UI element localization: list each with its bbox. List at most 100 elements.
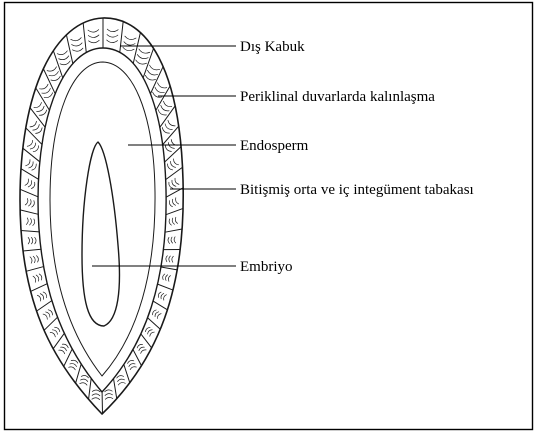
cell-thickening <box>33 124 40 130</box>
cell-thickening <box>71 38 82 41</box>
cell-wall <box>114 379 117 399</box>
cell-thickening <box>69 367 76 370</box>
cell-thickening <box>88 30 99 33</box>
cell-thickening <box>49 71 58 75</box>
cell-thickening <box>118 379 125 381</box>
cell-thickening <box>50 332 55 336</box>
cell-thickening <box>174 159 179 165</box>
label-endosperm: Endosperm <box>240 138 309 154</box>
cell-thickening <box>32 201 35 207</box>
cell-thickening <box>162 127 169 133</box>
cell-thickening <box>36 128 43 134</box>
cell-wall <box>23 249 41 251</box>
cell-thickening <box>30 257 32 263</box>
cell-wall <box>166 208 183 214</box>
cell-thickening <box>176 198 179 204</box>
cell-thickening <box>169 201 172 207</box>
cell-thickening <box>37 295 40 301</box>
cell-thickening <box>137 54 148 58</box>
cell-thickening <box>59 56 69 60</box>
cell-wall <box>37 301 52 312</box>
cell-thickening <box>30 218 32 225</box>
cell-thickening <box>36 275 39 281</box>
cell-thickening <box>175 217 177 223</box>
cell-thickening <box>118 383 125 385</box>
cell-thickening <box>125 36 136 39</box>
cell-thickening <box>105 390 113 392</box>
cell-thickening <box>129 364 135 367</box>
cell-thickening <box>28 200 31 206</box>
cell-thickening <box>25 198 28 204</box>
label-embryo: Embriyo <box>240 259 293 275</box>
cell-wall <box>20 189 38 197</box>
cell-thickening <box>59 350 65 354</box>
cell-thickening <box>172 199 175 205</box>
cell-wall <box>26 267 44 272</box>
cell-thickening <box>72 43 83 46</box>
cell-thickening <box>169 219 171 225</box>
cell-thickening <box>174 237 176 243</box>
cell-thickening <box>25 179 28 185</box>
cell-wall <box>161 267 177 270</box>
cell-thickening <box>105 397 113 399</box>
cell-thickening <box>139 49 150 53</box>
cell-thickening <box>145 75 155 80</box>
cell-wall <box>156 86 170 110</box>
cell-thickening <box>150 65 160 70</box>
cell-thickening <box>168 164 173 170</box>
cell-thickening <box>168 120 175 126</box>
cell-thickening <box>92 390 100 392</box>
seed-coat-cells <box>20 18 183 414</box>
cell-thickening <box>130 367 136 370</box>
cell-thickening <box>71 360 78 363</box>
cell-thickening <box>33 276 36 282</box>
cell-thickening <box>28 237 29 244</box>
cell-wall <box>89 378 92 399</box>
cell-thickening <box>70 364 77 367</box>
seed-outer-outline <box>20 18 183 414</box>
labels: Dış Kabuk Periklinal duvarlarda kalınlaş… <box>240 39 474 275</box>
cell-thickening <box>40 84 49 89</box>
label-outer-shell: Dış Kabuk <box>240 39 305 55</box>
cell-wall <box>163 126 179 145</box>
cell-thickening <box>124 42 135 45</box>
cell-thickening <box>26 160 30 166</box>
cell-wall <box>165 229 182 232</box>
seed-inner-outline <box>38 48 166 392</box>
cell-thickening <box>165 146 171 152</box>
cell-thickening <box>107 35 118 38</box>
cell-thickening <box>34 102 42 107</box>
cell-thickening <box>117 376 124 378</box>
cell-thickening <box>168 276 170 282</box>
cell-thickening <box>136 60 147 64</box>
cell-wall <box>133 33 140 64</box>
cell-thickening <box>163 101 171 106</box>
cell-thickening <box>26 218 28 225</box>
cell-thickening <box>165 124 172 130</box>
cell-thickening <box>33 146 38 152</box>
cell-thickening <box>150 332 155 336</box>
cell-thickening <box>171 237 173 243</box>
cell-thickening <box>30 143 35 149</box>
cell-wall <box>30 108 45 128</box>
cell-wall <box>120 22 123 53</box>
cell-thickening <box>166 275 168 281</box>
cell-wall <box>153 301 167 310</box>
cell-thickening <box>141 350 146 354</box>
cell-thickening <box>168 237 170 243</box>
cell-wall <box>165 147 182 162</box>
cell-thickening <box>147 70 157 75</box>
cell-wall <box>76 364 82 383</box>
cell-thickening <box>123 47 134 50</box>
cell-thickening <box>171 161 176 167</box>
cell-thickening <box>51 76 60 80</box>
cell-thickening <box>27 140 32 146</box>
cell-thickening <box>57 51 67 55</box>
cell-thickening <box>39 274 42 280</box>
cell-wall <box>20 210 38 214</box>
cell-thickening <box>31 237 32 244</box>
cell-wall <box>133 350 142 366</box>
cell-thickening <box>169 256 171 262</box>
cell-wall <box>21 230 39 231</box>
